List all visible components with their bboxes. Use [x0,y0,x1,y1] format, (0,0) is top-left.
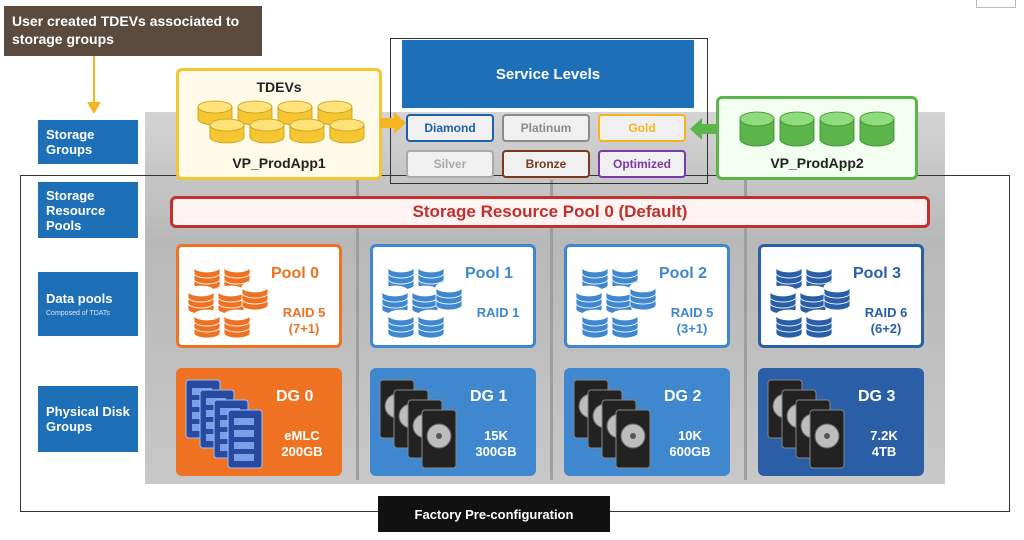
data-pool-1[interactable]: Pool 1 RAID 1 [370,244,536,348]
pool-raid: RAID 5(3+1) [655,305,729,337]
disk-capacity: 300GB [475,444,517,459]
pool-raid: RAID 1 [461,305,535,321]
corner-mark [976,0,1016,8]
disk-speed: 10K [678,428,702,443]
label-text: Data pools [46,290,113,306]
cabinet-divider [550,180,553,480]
group-name: VP_ProdApp2 [770,155,864,171]
cabinet-divider [744,180,747,480]
raid-config: (6+2) [870,321,902,336]
disk-group-name: DG 3 [858,388,896,405]
disk-capacity: 600GB [669,444,711,459]
service-level-gold[interactable]: Gold [598,114,686,142]
disk-stack-icon [575,261,657,339]
label-data-pools: Data pools Composed of TDATs [38,272,138,336]
disk-speed: 15K [484,428,508,443]
pool-name: Pool 2 [659,265,708,282]
disk-capacity: 200GB [281,444,323,459]
pool-name: Pool 0 [271,265,320,282]
disk-group-name: DG 2 [664,388,702,405]
label-subtext: Composed of TDATs [46,309,110,317]
service-level-bronze[interactable]: Bronze [502,150,590,178]
hard-drive-icon [379,379,457,469]
hard-drive-icon [767,379,845,469]
tdev-cylinders-icon [739,111,895,147]
disk-stack-icon [769,261,851,339]
service-levels-title: Service Levels [402,40,694,108]
label-text: Physical Disk Groups [46,404,130,434]
disk-stack-icon [187,261,269,339]
flash-drive-icon [185,379,263,469]
arrow-left-icon [690,118,716,140]
disk-group-name: DG 0 [276,388,314,405]
service-level-silver[interactable]: Silver [406,150,494,178]
arrow-right-icon [380,112,406,134]
tdev-cylinders-icon [197,100,365,144]
pool-raid: RAID 5(7+1) [267,305,341,337]
tdevs-title: TDEVs [256,79,302,95]
raid-level: RAID 6 [864,305,908,320]
data-pool-3[interactable]: Pool 3 RAID 6(6+2) [758,244,924,348]
label-storage-resource-pools: Storage Resource Pools [38,182,138,238]
data-pool-0[interactable]: Pool 0 RAID 5(7+1) [176,244,342,348]
label-physical-disk-groups: Physical Disk Groups [38,386,138,452]
factory-preconfig-label: Factory Pre-configuration [378,496,610,532]
service-level-diamond[interactable]: Diamond [406,114,494,142]
cabinet-divider [356,180,359,480]
storage-resource-pool-bar[interactable]: Storage Resource Pool 0 (Default) [170,196,930,228]
disk-group-name: DG 1 [470,388,508,405]
disk-capacity: 4TB [871,444,897,459]
disk-speed: 7.2K [870,428,898,443]
pool-raid: RAID 6(6+2) [849,305,923,337]
pool-name: Pool 1 [465,265,514,282]
raid-level: RAID 5 [282,305,326,320]
label-text: Storage Groups [46,127,95,157]
pool-name: Pool 3 [853,265,902,282]
group-name: VP_ProdApp1 [232,155,326,171]
raid-level: RAID 5 [670,305,714,320]
disk-type: eMLC [284,428,320,443]
raid-config: (7+1) [288,321,320,336]
tdev-callout: User created TDEVs associated to storage… [4,6,262,56]
raid-config: (3+1) [676,321,708,336]
storage-group-prodapp1[interactable]: TDEVs VP_ProdApp1 [176,68,382,180]
storage-group-prodapp2[interactable]: VP_ProdApp2 [716,96,918,180]
disk-stack-icon [381,261,463,339]
hard-drive-icon [573,379,651,469]
label-text: Storage Resource Pools [46,187,106,233]
raid-level: RAID 1 [476,305,520,320]
service-levels-frame [390,38,708,184]
service-level-optimized[interactable]: Optimized [598,150,686,178]
service-level-platinum[interactable]: Platinum [502,114,590,142]
callout-arrow [87,56,101,114]
label-storage-groups: Storage Groups [38,120,138,164]
data-pool-2[interactable]: Pool 2 RAID 5(3+1) [564,244,730,348]
